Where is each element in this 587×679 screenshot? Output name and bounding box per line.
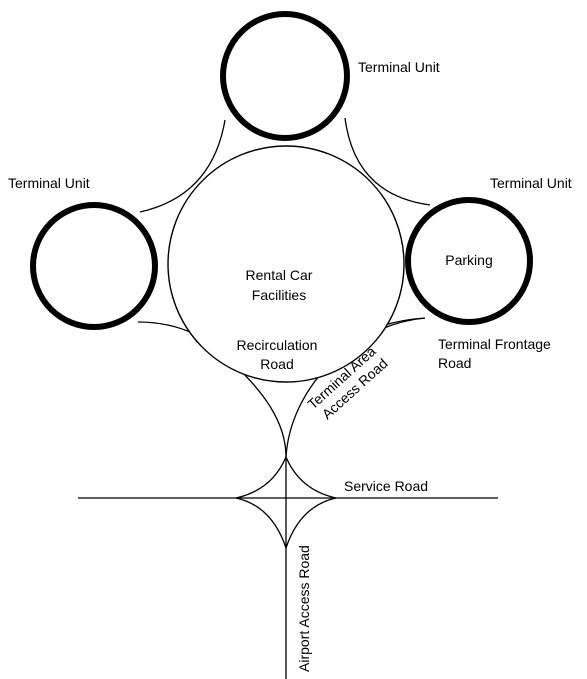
rental-car-label-line1: Rental Car	[246, 267, 313, 283]
parking-circle	[405, 197, 533, 325]
terminal-unit-right-label: Terminal Unit	[490, 175, 572, 191]
recirculation-road-label-line2: Road	[260, 356, 293, 372]
terminal-unit-left-circle	[30, 202, 158, 330]
cloverleaf-ramp-upper-right	[285, 456, 337, 499]
rental-car-facilities-circle	[167, 145, 405, 383]
terminal-area-access-road-left	[239, 369, 287, 458]
recirculation-road-label-line1: Recirculation	[237, 337, 318, 353]
terminal-unit-left-label: Terminal Unit	[8, 175, 90, 191]
terminal-frontage-road-label-line1: Terminal Frontage	[438, 336, 551, 352]
connector-top-right	[344, 117, 431, 206]
airport-access-road-label: Airport Access Road	[296, 545, 312, 672]
cloverleaf-ramp-lower-left	[235, 497, 287, 549]
terminal-frontage-road-label-line2: Road	[438, 355, 471, 371]
connector-top-left	[139, 119, 226, 213]
cloverleaf-ramp-lower-right	[285, 497, 337, 549]
parking-label: Parking	[445, 252, 492, 268]
service-road-label: Service Road	[344, 478, 428, 494]
rental-car-label-line2: Facilities	[252, 287, 306, 303]
terminal-unit-top-label: Terminal Unit	[358, 59, 440, 75]
terminal-unit-top-circle	[220, 11, 350, 141]
cloverleaf-ramp-upper-left	[235, 456, 287, 499]
